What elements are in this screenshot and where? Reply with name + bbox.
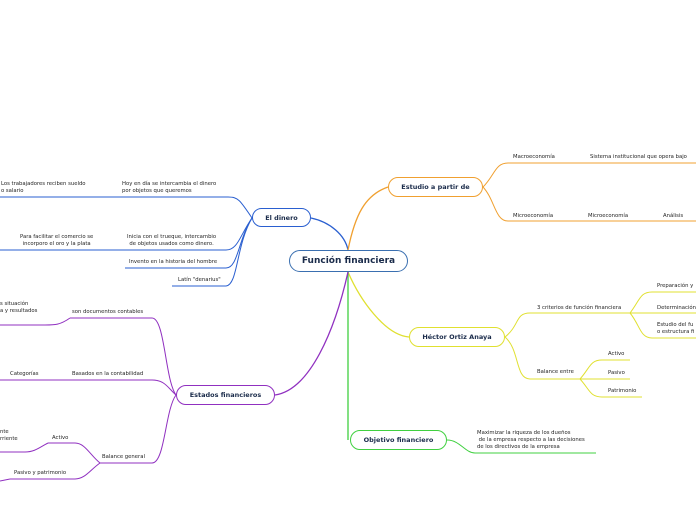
estudio-micro-sub[interactable]: Microeconomía [588, 213, 629, 219]
connector-objetivo-text [446, 439, 596, 454]
estados-balance[interactable]: Balance general [102, 454, 145, 460]
connector-center-dinero [310, 217, 349, 251]
node-el-dinero[interactable]: El dinero [252, 208, 311, 227]
connector-balance-pasivo [10, 462, 101, 480]
connector-estudio-macro [482, 162, 509, 188]
dinero-hoy[interactable]: Hoy en día se intercambia el dinero por … [122, 181, 217, 194]
connector-activo-sub [0, 442, 49, 453]
connector-estados-docs [151, 317, 177, 396]
node-estados[interactable]: Estados financieros [176, 385, 275, 405]
central-topic[interactable]: Función financiera [289, 250, 408, 272]
connector-balance-activo [48, 442, 101, 464]
estudio-macro-sub[interactable]: Sistema institucional que opera bajo [590, 154, 687, 160]
dinero-inicia[interactable]: Inicia con el trueque, intercambio de ob… [127, 234, 217, 247]
hector-crit-2[interactable]: Determinación [657, 305, 696, 311]
hector-crit-1[interactable]: Preparación y [657, 283, 694, 289]
node-hector[interactable]: Héctor Ortiz Anaya [409, 327, 505, 347]
estudio-micro-sub2[interactable]: Análisis [663, 213, 684, 219]
estados-activo[interactable]: Activo [52, 435, 69, 441]
hector-balance[interactable]: Balance entre [537, 369, 574, 375]
hector-patrimonio[interactable]: Patrimonio [608, 388, 637, 394]
estados-docs-sub[interactable]: s situación a y resultados [0, 301, 38, 314]
hector-pasivo[interactable]: Pasivo [608, 370, 625, 376]
estados-categorias[interactable]: Categorías [10, 371, 39, 377]
dinero-trabajadores[interactable]: Los trabajadores reciben sueldo o salari… [1, 181, 86, 194]
connector-estados-balance [151, 394, 177, 464]
dinero-comercio[interactable]: Para facilitar el comercio se incorporo … [20, 234, 94, 247]
connector-dinero-inicia [225, 217, 253, 251]
objetivo-text[interactable]: Maximizar la riqueza de los dueños de la… [477, 430, 585, 450]
estudio-macro[interactable]: Macroeconomía [513, 154, 555, 160]
connector-estados-basados [151, 379, 177, 396]
connector-center-estudio [347, 186, 389, 251]
connector-center-estados [274, 271, 349, 396]
connector-hector-criterios [504, 312, 531, 338]
estudio-micro[interactable]: Microeconomía [513, 213, 554, 219]
node-objetivo[interactable]: Objetivo financiero [350, 430, 447, 450]
connector-criterios-3 [629, 312, 696, 339]
connector-bal-activo [579, 359, 630, 380]
estados-docs[interactable]: son documentos contables [72, 309, 144, 315]
line-pasivo-tail [0, 478, 11, 482]
connector-dinero-hoy [227, 196, 253, 219]
estados-pasivo[interactable]: Pasivo y patrimonio [14, 470, 67, 476]
connector-dinero-latin [225, 217, 253, 287]
node-estudio[interactable]: Estudio a partir de [388, 177, 483, 197]
connector-hector-balance [504, 336, 531, 380]
estados-basados[interactable]: Basados en la contabilidad [72, 371, 144, 377]
dinero-invento[interactable]: Invento en la historia del hombre [129, 259, 218, 265]
connector-estudio-micro [482, 186, 509, 222]
estados-activo-sub[interactable]: nte rriente [0, 429, 18, 442]
hector-criterios[interactable]: 3 criterios de función financiera [537, 305, 622, 311]
hector-crit-3[interactable]: Estudio del fu o estructura fi [657, 322, 695, 335]
connector-center-hector [347, 271, 410, 338]
hector-activo[interactable]: Activo [608, 351, 625, 357]
connector-criterios-1 [629, 291, 696, 314]
connector-docs-sub [0, 317, 71, 326]
dinero-latin[interactable]: Latín "denarius" [178, 277, 221, 283]
connector-bal-patrimonio [579, 378, 642, 398]
